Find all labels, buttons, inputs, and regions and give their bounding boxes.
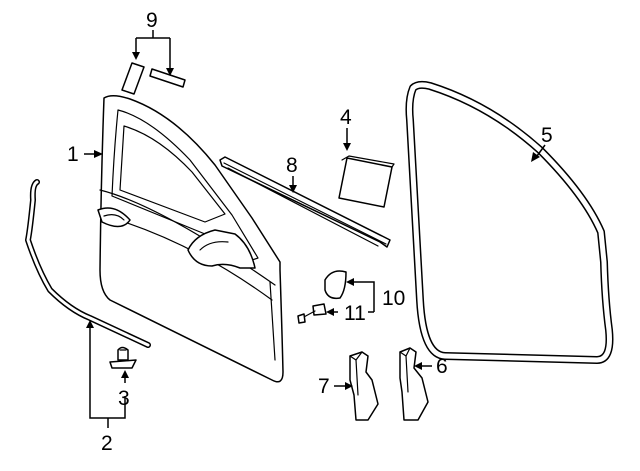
- moulding-pieces: [121, 62, 186, 95]
- leader-lines: [84, 30, 546, 428]
- callout-1: 1: [67, 143, 79, 166]
- callout-11: 11: [344, 302, 366, 325]
- callout-10: 10: [382, 287, 405, 310]
- retaining-clip: [109, 346, 137, 369]
- door-edge-seal: [25, 179, 151, 348]
- callout-9: 9: [146, 9, 158, 32]
- callout-3: 3: [118, 387, 130, 410]
- trim-bracket-left: [349, 351, 379, 421]
- door-weatherstrip: [405, 80, 614, 364]
- callout-8: 8: [286, 154, 298, 177]
- belt-weatherstrip: [219, 156, 391, 248]
- callout-7: 7: [318, 375, 330, 398]
- trim-bracket-right: [399, 347, 429, 421]
- callout-4: 4: [340, 106, 352, 129]
- callout-5: 5: [541, 124, 553, 147]
- bolt: [297, 303, 327, 324]
- callout-labels: 9 1 8 4 5 10 11 3 2 7 6: [67, 9, 553, 455]
- callout-2: 2: [101, 432, 113, 455]
- callout-6: 6: [436, 355, 448, 378]
- label-pad: [338, 155, 395, 208]
- front-door-shell: [97, 95, 284, 383]
- check-strap-cover: [324, 270, 347, 300]
